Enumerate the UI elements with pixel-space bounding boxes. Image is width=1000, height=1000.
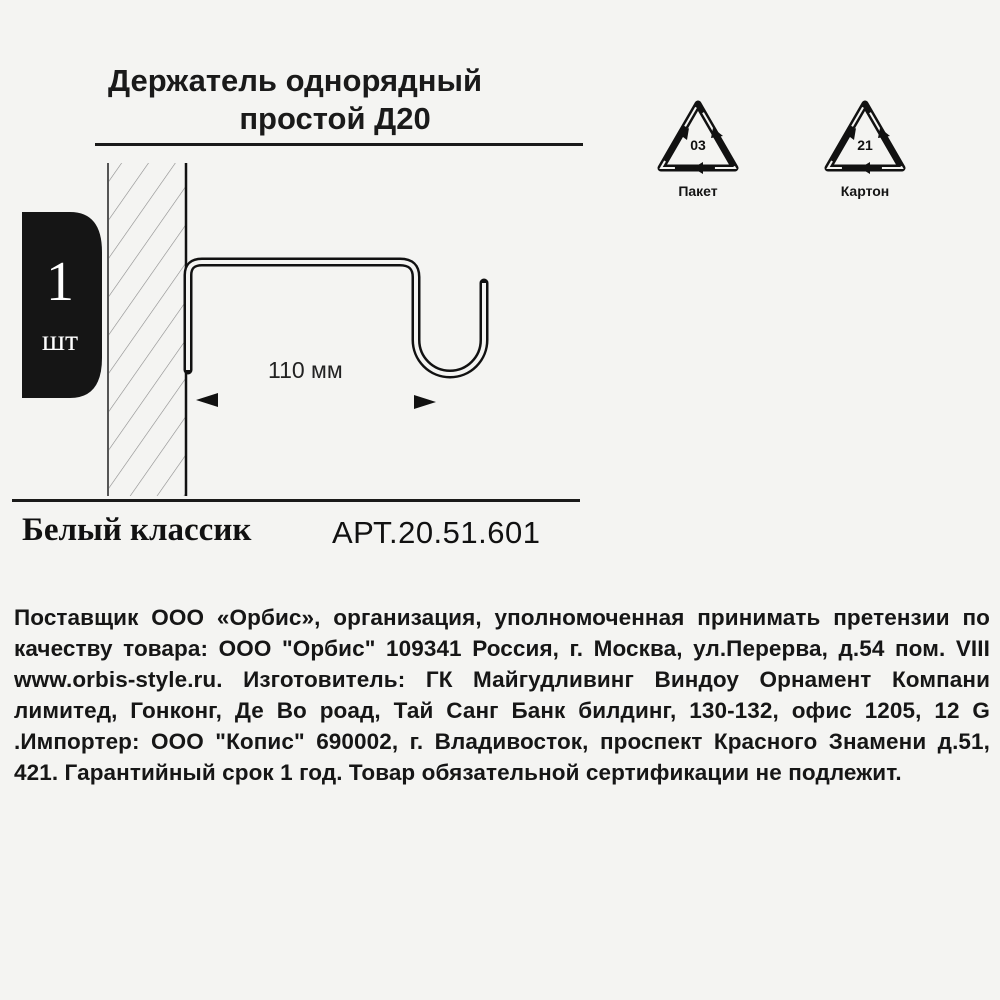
quantity-badge: 1 шт [22,212,102,398]
dimension-label: 110 мм [268,357,343,383]
wall-hatched [108,163,186,496]
quantity-count: 1 [46,251,74,313]
recycling-label-carton: Картон [840,183,890,199]
product-title-line1: Держатель однорядный [107,63,483,98]
bracket-diagram [107,163,489,496]
dimension-arrow-right-icon [414,395,436,409]
recycling-triangle-icon: 03 [657,100,739,174]
quantity-unit: шт [41,324,79,357]
color-name: Белый классик [22,512,252,548]
title-divider [95,143,583,146]
recycling-symbol-carton: 21 Картон [820,98,910,208]
supplier-info-text: Поставщик ООО «Орбис», организация, упол… [14,605,990,785]
recycling-code-carton: 21 [857,137,873,153]
recycling-code-packet: 03 [690,137,706,153]
recycling-label-packet: Пакет [678,183,718,199]
article-number: АРТ.20.51.601 [332,515,541,550]
diagram-divider [12,499,580,502]
product-title: Держатель однорядный простой Д20 [60,62,530,138]
dimension-arrow-left-icon [196,393,218,407]
recycling-triangle-icon: 21 [824,100,906,174]
product-title-line2: простой Д20 [239,101,431,136]
recycling-symbol-packet: 03 Пакет [653,98,743,208]
